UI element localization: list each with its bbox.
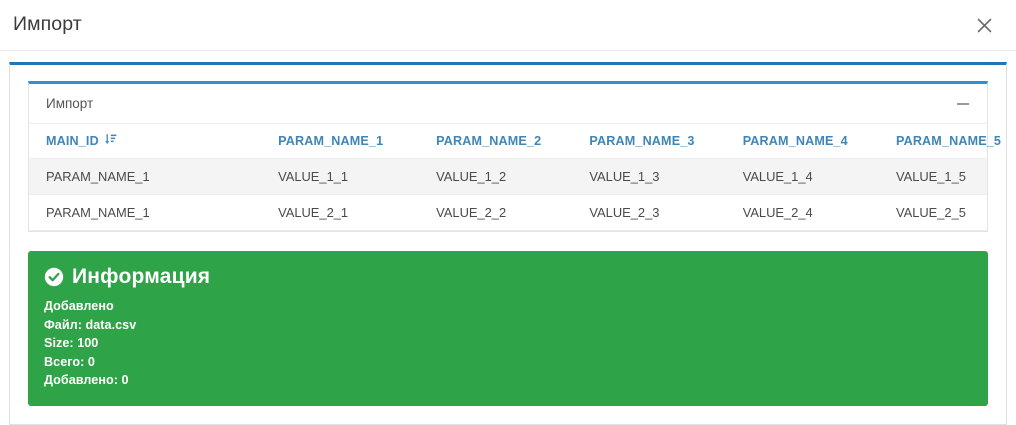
- table-cell: VALUE_1_4: [742, 158, 896, 195]
- table-row[interactable]: PARAM_NAME_1 VALUE_1_1 VALUE_1_2 VALUE_1…: [29, 158, 987, 195]
- column-header-label: PARAM_NAME_2: [436, 134, 542, 148]
- column-header-param-name-2[interactable]: PARAM_NAME_2: [436, 124, 590, 159]
- alert-line-status: Добавлено: [44, 299, 114, 314]
- alert-title-row: Информация: [44, 265, 972, 288]
- check-circle-icon: [44, 267, 64, 287]
- table-cell: VALUE_2_3: [589, 194, 743, 231]
- alert-line-total: Всего: 0: [44, 354, 95, 369]
- table-cell: VALUE_1_2: [436, 158, 590, 195]
- column-header-param-name-1[interactable]: PARAM_NAME_1: [278, 124, 437, 159]
- column-header-label: PARAM_NAME_5: [895, 134, 1002, 148]
- column-header-param-name-3[interactable]: PARAM_NAME_3: [589, 124, 743, 159]
- alert-line-size: Size: 100: [44, 336, 99, 351]
- column-header-label: PARAM_NAME_4: [742, 134, 848, 148]
- sort-amount-down-icon[interactable]: [104, 133, 117, 149]
- column-header-main-id[interactable]: MAIN_ID: [29, 124, 279, 159]
- column-header-param-name-5[interactable]: PARAM_NAME_5: [895, 124, 1001, 159]
- table-header-row: MAIN_ID: [29, 124, 1001, 159]
- panel-title: Импорт: [46, 96, 94, 111]
- table-cell: VALUE_2_5: [895, 194, 987, 231]
- alert-line-file: Файл: data.csv: [44, 317, 137, 332]
- table-cell: VALUE_2_1: [278, 194, 437, 231]
- import-card: Импорт: [9, 62, 1007, 425]
- column-header-param-name-4[interactable]: PARAM_NAME_4: [742, 124, 896, 159]
- table-cell: PARAM_NAME_1: [29, 158, 279, 195]
- import-table: MAIN_ID: [29, 124, 1001, 231]
- minus-icon[interactable]: [953, 94, 973, 114]
- import-panel: Импорт: [28, 81, 1001, 232]
- table-cell: VALUE_1_1: [278, 158, 437, 195]
- dialog-body: Импорт: [0, 51, 1016, 425]
- alert-title: Информация: [72, 265, 211, 288]
- info-alert: Информация Добавлено Файл: data.csv Size…: [28, 251, 988, 406]
- table-cell: VALUE_1_3: [589, 158, 743, 195]
- dialog-header: Импорт: [0, 0, 1016, 51]
- alert-body: Добавлено Файл: data.csv Size: 100 Всего…: [44, 297, 972, 390]
- table-cell: VALUE_2_2: [436, 194, 590, 231]
- table-cell: VALUE_2_4: [742, 194, 896, 231]
- table-cell: VALUE_1_5: [895, 158, 987, 195]
- minus-bar: [957, 102, 969, 105]
- alert-line-added: Добавлено: 0: [44, 373, 129, 388]
- table-cell: PARAM_NAME_1: [29, 194, 279, 231]
- column-header-label: MAIN_ID: [46, 134, 99, 148]
- page-title: Импорт: [13, 13, 82, 36]
- table-row[interactable]: PARAM_NAME_1 VALUE_2_1 VALUE_2_2 VALUE_2…: [29, 194, 987, 231]
- panel-header: Импорт: [29, 84, 987, 124]
- column-header-label: PARAM_NAME_3: [589, 134, 695, 148]
- column-header-label: PARAM_NAME_1: [278, 134, 384, 148]
- close-icon[interactable]: [971, 12, 997, 38]
